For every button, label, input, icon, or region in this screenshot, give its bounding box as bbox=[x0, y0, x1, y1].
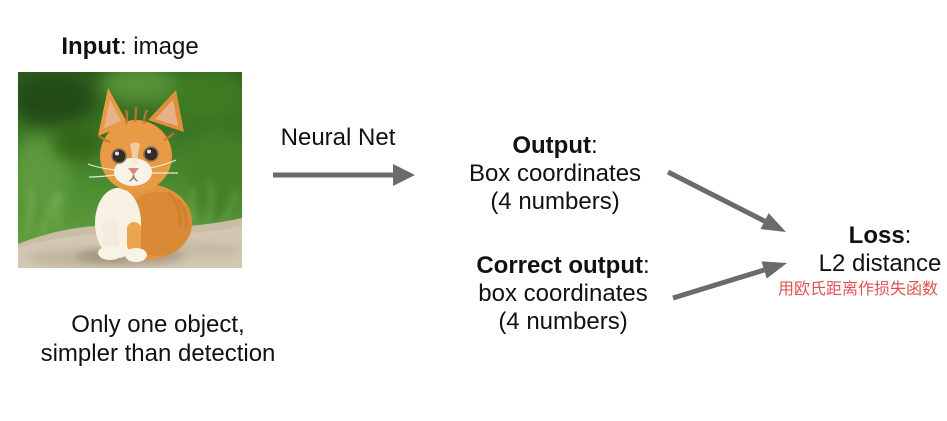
loss-annotation-chinese: 用欧氏距离作损失函数 bbox=[778, 281, 939, 298]
correct-output-line3: (4 numbers) bbox=[498, 308, 628, 335]
loss-title: Loss: bbox=[800, 222, 947, 250]
input-label: Input: image bbox=[18, 33, 242, 61]
neural-net-arrow bbox=[273, 164, 415, 186]
correct-output-title-bold: Correct output bbox=[476, 252, 643, 279]
input-note-line1: Only one object, bbox=[71, 311, 245, 338]
output-block: Output: Box coordinates (4 numbers) bbox=[455, 132, 655, 216]
correct-output-title-colon: : bbox=[642, 252, 650, 279]
output-to-loss-arrow bbox=[666, 169, 786, 232]
input-label-rest: : image bbox=[119, 33, 199, 60]
output-title-colon: : bbox=[590, 132, 598, 159]
input-note-line2: simpler than detection bbox=[40, 340, 276, 367]
input-note: Only one object, simpler than detection bbox=[8, 310, 308, 368]
correct-output-block: Correct output: box coordinates (4 numbe… bbox=[458, 252, 668, 336]
loss-title-bold: Loss bbox=[848, 222, 905, 249]
output-title-bold: Output bbox=[512, 132, 591, 159]
correct-output-title: Correct output: bbox=[458, 252, 668, 280]
loss-block: Loss: L2 distance bbox=[800, 222, 947, 278]
output-title: Output: bbox=[455, 132, 655, 160]
output-line3: (4 numbers) bbox=[490, 188, 620, 215]
loss-title-colon: : bbox=[904, 222, 912, 249]
neural-net-label: Neural Net bbox=[280, 124, 396, 151]
correct-output-line2: box coordinates bbox=[478, 280, 648, 307]
output-line2: Box coordinates bbox=[468, 160, 642, 187]
correct-output-to-loss-arrow bbox=[672, 261, 787, 301]
loss-line2: L2 distance bbox=[818, 250, 942, 277]
input-label-bold: Input bbox=[61, 33, 120, 60]
kitten-photo-drawing bbox=[18, 72, 242, 268]
kitten-photo bbox=[18, 72, 242, 268]
